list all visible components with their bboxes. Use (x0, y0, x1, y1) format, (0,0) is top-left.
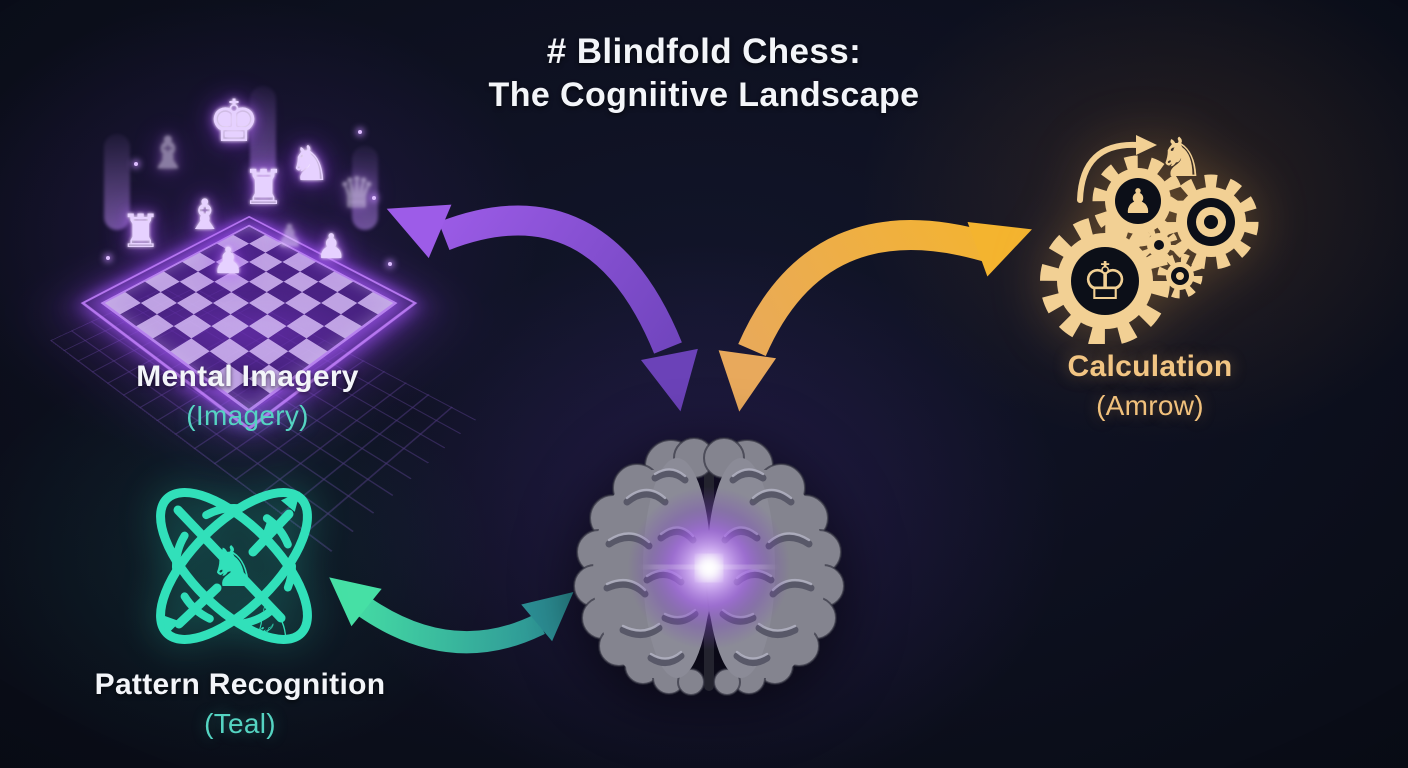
chess-rook-icon: ♜ (242, 160, 286, 216)
mental-imagery-label: Mental Imagery (136, 360, 359, 393)
gold-pawn-icon: ♟ (1123, 182, 1153, 222)
brain-icon (565, 418, 853, 702)
ring-gear (1163, 174, 1259, 270)
teal-knight-outline-icon: ♘ (251, 596, 294, 652)
sparkle (134, 162, 138, 166)
calculation-label: Calculation (1067, 350, 1233, 383)
chess-rook-icon: ♜ (120, 204, 162, 258)
chess-pawn-icon: ♟ (212, 241, 245, 282)
pattern-brain-arrow (329, 577, 574, 654)
sparkle (388, 262, 392, 266)
glow-core (697, 556, 721, 580)
sparkle (106, 256, 110, 260)
king-gear: ♔ (1040, 216, 1170, 344)
title-line-1: # Blindfold Chess: (546, 32, 862, 71)
gear-arrowhead (1136, 135, 1157, 155)
imagery-brain-arrow (386, 204, 698, 412)
chess-pawn-icon: ♟ (276, 219, 303, 254)
gold-knight-icon: ♞ (1157, 126, 1205, 189)
calculation-label-group: Calculation (Amrow) (990, 350, 1310, 422)
chess-gears-icon: ♞ ♟ (1040, 126, 1259, 344)
gold-king-icon: ♔ (1082, 252, 1129, 312)
sparkle (372, 196, 376, 200)
holographic-chessboard-icon: ♚ ♝ ♞ ♛ ♜ ♜ ♝ ♟ ♟ ♟ (49, 86, 477, 552)
calculation-sublabel: (Amrow) (1096, 390, 1204, 421)
chess-bishop-icon: ♝ (186, 190, 224, 239)
pattern-recognition-label-group: Pattern Recognition (Teal) (70, 668, 410, 740)
pattern-recognition-label: Pattern Recognition (94, 668, 386, 701)
chess-pawn-icon: ♟ (316, 227, 347, 267)
pattern-recognition-sublabel: (Teal) (204, 708, 276, 739)
chess-king-icon: ♚ (208, 87, 260, 155)
chess-queen-icon: ♛ (338, 168, 376, 217)
mental-imagery-label-group: Mental Imagery (Imagery) (85, 360, 410, 432)
teal-knight-icon: ♞ (208, 535, 258, 600)
mental-imagery-sublabel: (Imagery) (186, 400, 309, 431)
chess-knight-icon: ♞ (288, 136, 332, 192)
sparkle (358, 130, 362, 134)
celtic-knot-knights-icon: ♞ ♘ (156, 488, 312, 652)
chess-bishop-icon: ♝ (148, 128, 188, 179)
